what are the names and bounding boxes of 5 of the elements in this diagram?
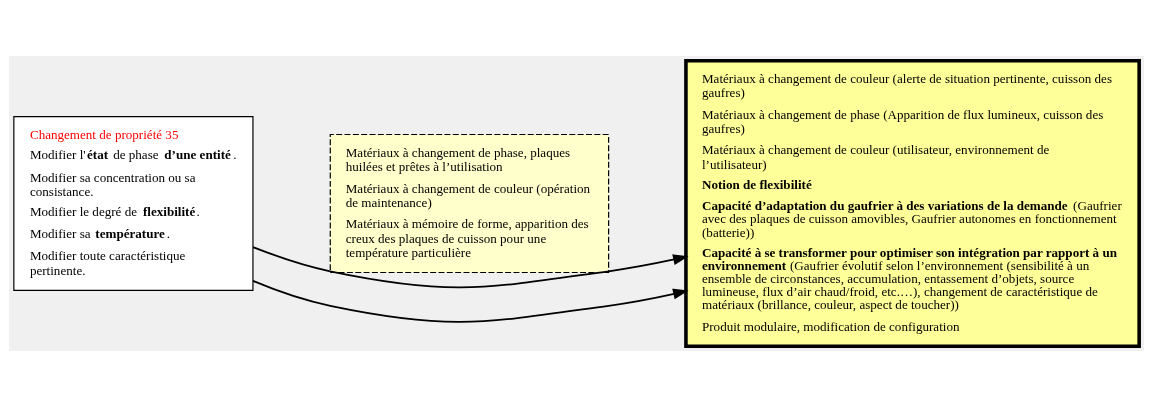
arrow (252, 246, 689, 289)
arrow (252, 280, 689, 323)
node-box: Changement de propriété 35 Modifier l'état de phase d’une entité. Modifier sa concentration ou sa consistance. Modifier le degré de flexibilité. Modifier sa température. Modifier toute caractéristique pertinente. (13, 116, 254, 291)
node-box: Matériaux à changement de phase, plaques huilées et prêtes à l’utilisation Matériaux à changement de couleur (opération de maintenance) Matériaux à mémoire de forme, apparition des creux des plaques de cuisson pour une température particulière (329, 133, 610, 274)
node-box: Matériaux à changement de couleur (alerte de situation pertinente, cuisson des gaufres) Matériaux à changement de phase (Apparition de flux lumineux, cuisson des gaufres) Matériaux à changement de couleur (utilisateur, environnement de l’utilisateur) Notion de flexibilité Capacité d’adaptation du gaufrier à des variations de la demande (Gaufrier avec des plaques de cuisson amovibles, Gaufrier autonomes en fonctionnement (batterie)) Capacité à se transformer pour optimiser son intégration par rapport à un environnement (Gaufrier évolutif selon l’environnement (sensibilité à un ensemble de circonstances, accumulation, entassement d’objets, source lumineuse, flux d’air chaud/froid, etc.…), changement de caractéristique de matériaux (brillance, couleur, aspect de toucher)) Produit modulaire, modification de configuration (684, 58, 1141, 349)
